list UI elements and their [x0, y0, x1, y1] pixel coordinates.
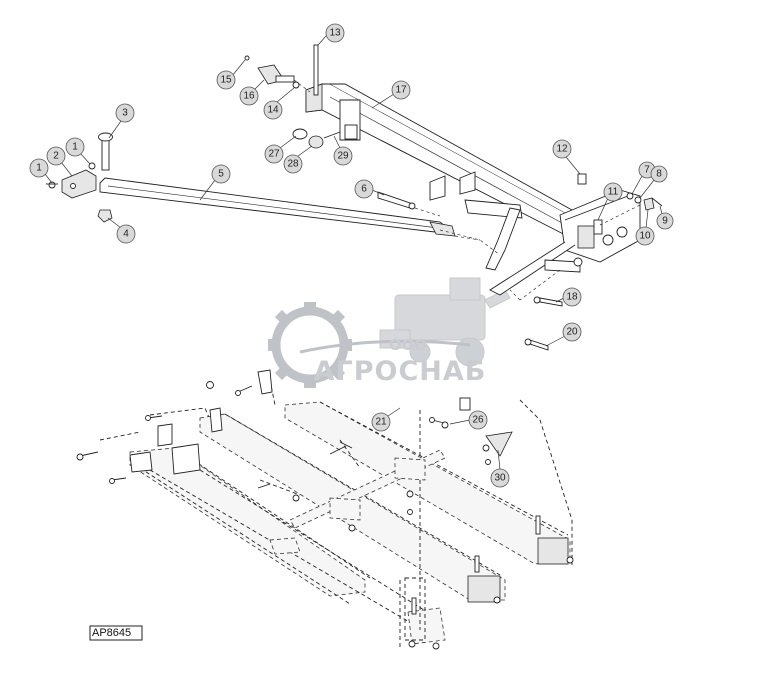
agrosnab-watermark: ООО АГРОСНАБ [245, 270, 520, 395]
callout-29: 29 [333, 135, 353, 166]
callout-27: 27 [264, 135, 297, 164]
callout-30: 30 [490, 449, 510, 488]
left-bracket-hardware [46, 132, 113, 223]
svg-text:29: 29 [337, 151, 349, 162]
callout-12: 12 [552, 139, 581, 175]
svg-text:27: 27 [268, 149, 280, 160]
svg-text:2: 2 [53, 151, 59, 162]
reference-code-text: AP8645 [92, 627, 131, 639]
svg-text:3: 3 [122, 108, 128, 119]
callout-8: 8 [639, 165, 668, 199]
combine-harvester-icon [379, 277, 511, 367]
callout-16: 16 [239, 79, 265, 106]
callout-7: 7 [631, 161, 656, 195]
callout-1b: 1 [65, 137, 91, 165]
callout-9: 9 [656, 205, 674, 230]
svg-text:10: 10 [639, 231, 651, 242]
lower-pin-hardware [292, 128, 341, 149]
svg-text:21: 21 [375, 417, 387, 428]
callout-14: 14 [263, 87, 295, 120]
svg-text:15: 15 [220, 75, 232, 86]
svg-text:26: 26 [472, 415, 484, 426]
callout-4: 4 [107, 217, 136, 244]
callout-10: 10 [635, 209, 655, 246]
reference-code-label: AP8645 [89, 625, 143, 641]
pivot-pin-assembly [244, 44, 319, 96]
svg-text:13: 13 [329, 28, 341, 39]
lower-frame-assembly [99, 379, 573, 650]
callout-2: 2 [46, 146, 73, 177]
lower-hardware [76, 369, 574, 650]
svg-text:30: 30 [494, 473, 506, 484]
callout-5: 5 [199, 164, 231, 201]
svg-text:11: 11 [608, 187, 619, 198]
callout-13: 13 [317, 23, 345, 46]
strut-bar [99, 177, 481, 241]
svg-text:5: 5 [218, 169, 224, 180]
svg-text:16: 16 [243, 91, 255, 102]
svg-text:6: 6 [361, 184, 367, 195]
callout-6: 6 [354, 179, 385, 199]
svg-text:1: 1 [36, 163, 42, 174]
callout-11: 11 [597, 182, 623, 221]
callout-17: 17 [371, 80, 411, 109]
watermark-name: АГРОСНАБ [314, 356, 487, 387]
svg-text:4: 4 [123, 229, 129, 240]
callout-21: 21 [371, 407, 401, 432]
svg-text:17: 17 [395, 85, 407, 96]
svg-text:1: 1 [72, 142, 78, 153]
svg-text:12: 12 [556, 144, 568, 155]
right-side-hardware [577, 173, 663, 235]
callout-26: 26 [449, 410, 488, 430]
callout-3: 3 [108, 103, 135, 139]
callouts: 1 1 2 3 4 5 6 [29, 23, 674, 488]
callout-18: 18 [555, 287, 582, 307]
svg-text:18: 18 [566, 292, 578, 303]
pin-6 [377, 191, 441, 217]
svg-text:14: 14 [267, 105, 279, 116]
callout-15: 15 [216, 59, 246, 90]
svg-text:7: 7 [644, 165, 650, 176]
svg-text:9: 9 [662, 216, 668, 227]
callout-28: 28 [283, 145, 313, 174]
svg-text:28: 28 [287, 159, 299, 170]
callout-20: 20 [545, 322, 582, 347]
svg-text:8: 8 [656, 169, 662, 180]
callout-1a: 1 [29, 158, 53, 184]
svg-text:20: 20 [566, 327, 578, 338]
watermark-prefix: ООО [389, 336, 427, 354]
bolts-18-20 [509, 289, 563, 351]
